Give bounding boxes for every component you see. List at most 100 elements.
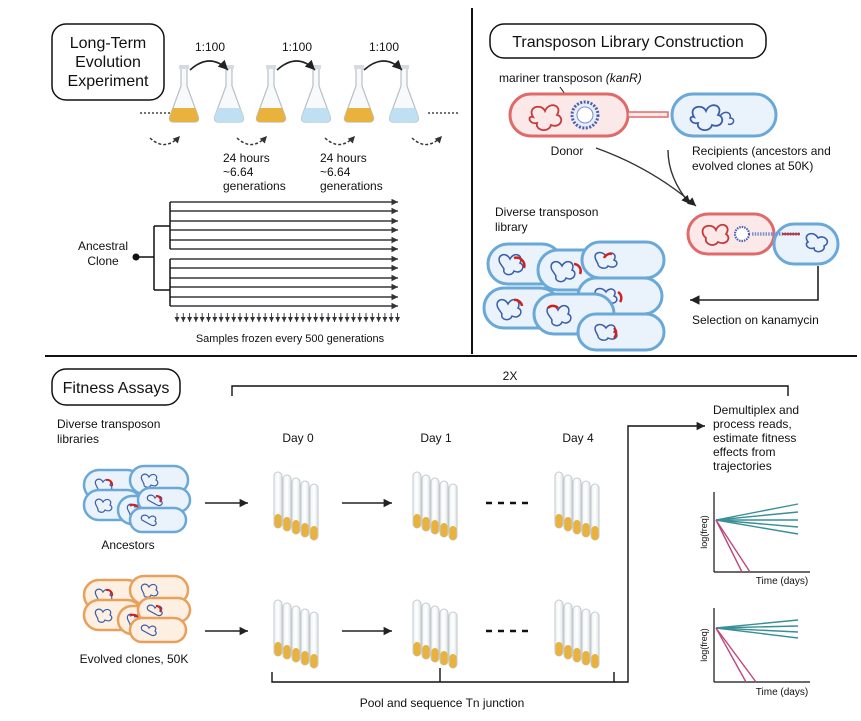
donor-cell xyxy=(508,92,669,138)
fitness-title: Fitness Assays xyxy=(63,380,170,397)
day-label-2: Day 4 xyxy=(562,431,594,445)
tube-media xyxy=(564,645,572,659)
recipient-cell xyxy=(670,92,778,138)
replicate-label: 2X xyxy=(503,369,518,383)
tube-media xyxy=(440,651,448,665)
transfer-note-1-line-2: ~6.64 xyxy=(223,165,254,179)
population-lines-upper xyxy=(170,198,398,253)
tube-media xyxy=(431,648,439,662)
tube-rack-day0-ancestors xyxy=(273,471,319,541)
kanr-marker: (kanR) xyxy=(606,71,642,85)
trajectory-plot-ancestors: Time (days) log(freq) xyxy=(699,492,810,587)
tube-media xyxy=(413,642,421,656)
population-tree xyxy=(132,198,398,310)
ltee-title-line-1: Long-Term xyxy=(70,35,146,52)
tube-media xyxy=(440,523,448,537)
flask-5 xyxy=(343,65,375,123)
ancestral-clone-label-line-2: Clone xyxy=(87,254,119,268)
selection-label: Selection on kanamycin xyxy=(692,313,819,327)
replicate-bracket xyxy=(231,385,789,396)
tube-rack-day1-evolved xyxy=(412,599,458,669)
plot-2-ylabel: log(freq) xyxy=(699,628,709,662)
tube-media xyxy=(564,517,572,531)
library-title-box xyxy=(489,23,767,59)
tube-media xyxy=(283,517,291,531)
growth-arrow-4 xyxy=(411,135,443,146)
samples-frozen-label: Samples frozen every 500 generations xyxy=(196,333,385,345)
day-label-1: Day 1 xyxy=(420,431,452,445)
tube-media xyxy=(555,514,563,528)
tube-rack-day1-ancestors xyxy=(412,471,458,541)
fitness-panel: Fitness Assays 2X Diverse transposon lib… xyxy=(51,368,810,710)
donor-to-mating-arrow xyxy=(595,147,697,207)
donor-label: Donor xyxy=(551,144,584,158)
transfer-arrow-3 xyxy=(363,59,403,71)
library-title: Transposon Library Construction xyxy=(512,34,744,51)
analysis-arrow xyxy=(614,421,705,683)
tube-media xyxy=(591,526,599,540)
transfer-arrow-1 xyxy=(189,59,229,71)
transfer-note-2-line-3: generations xyxy=(320,179,383,193)
tube-media xyxy=(431,520,439,534)
recipient-to-mating-arrow xyxy=(667,149,691,205)
fitness-title-box xyxy=(51,368,181,406)
flask-2 xyxy=(213,65,245,123)
analysis-label-line-1: Demultiplex and xyxy=(713,403,799,417)
plot-2-teal-trajectories xyxy=(715,619,799,639)
conjugation-pair xyxy=(686,212,840,266)
tube-media xyxy=(573,648,581,662)
analysis-label-line-5: trajectories xyxy=(713,459,772,473)
tube-media xyxy=(274,642,282,656)
transfer-note-1-line-3: generations xyxy=(223,179,286,193)
tube-media xyxy=(573,520,581,534)
flask-6 xyxy=(388,65,420,123)
tube-media xyxy=(292,648,300,662)
day-label-0: Day 0 xyxy=(282,431,314,445)
dilution-label-1: 1:100 xyxy=(195,40,225,54)
pool-bracket xyxy=(271,672,615,683)
tube-rack-day0-evolved xyxy=(273,599,319,669)
pool-label: Pool and sequence Tn junction xyxy=(360,696,525,710)
evolved-label: Evolved clones, 50K xyxy=(80,652,189,666)
tube-rack-day4-evolved xyxy=(554,599,600,669)
dilution-label-3: 1:100 xyxy=(369,40,399,54)
plot-1-teal-trajectories xyxy=(715,503,799,535)
growth-arrow-3 xyxy=(324,135,356,146)
transposon-name: mariner transposon xyxy=(499,71,606,85)
tube-media xyxy=(555,642,563,656)
tube-media xyxy=(449,526,457,540)
trajectory-plot-evolved: Time (days) log(freq) xyxy=(699,608,810,698)
selection-arrow xyxy=(690,266,819,305)
tube-media xyxy=(413,514,421,528)
ltee-title-line-3: Experiment xyxy=(68,73,149,90)
growth-arrow-1 xyxy=(149,135,181,146)
ltee-title-line-2: Evolution xyxy=(75,54,141,71)
tube-media xyxy=(301,523,309,537)
library-cells xyxy=(482,240,666,352)
transfer-note-2-line-2: ~6.64 xyxy=(320,165,351,179)
libraries-label-line-1: Diverse transposon xyxy=(57,417,160,431)
tube-media xyxy=(582,523,590,537)
freeze-arrows xyxy=(174,313,400,322)
tube-media xyxy=(310,526,318,540)
plot-1-magenta-trajectories xyxy=(715,519,751,573)
analysis-label-line-3: estimate fitness xyxy=(713,431,796,445)
tube-media xyxy=(591,654,599,668)
recipient-label-line-2: evolved clones at 50K) xyxy=(692,159,813,173)
tube-media xyxy=(449,654,457,668)
flask-4 xyxy=(300,65,332,123)
tube-media xyxy=(422,645,430,659)
tube-media xyxy=(582,651,590,665)
panel-dividers xyxy=(45,8,857,357)
dilution-label-2: 1:100 xyxy=(282,40,312,54)
tube-media xyxy=(274,514,282,528)
transfer-note-1-line-1: 24 hours xyxy=(223,151,270,165)
ancestor-library-cells xyxy=(82,464,192,534)
library-label-line-1: Diverse transposon xyxy=(495,205,598,219)
transfer-arrow-2 xyxy=(276,59,316,71)
plot-2-magenta-trajectories xyxy=(715,627,757,683)
ancestral-clone-label-line-1: Ancestral xyxy=(78,239,128,253)
evolved-library-cells xyxy=(82,574,192,644)
ltee-title-box xyxy=(51,23,165,101)
flask-1 xyxy=(168,65,200,123)
